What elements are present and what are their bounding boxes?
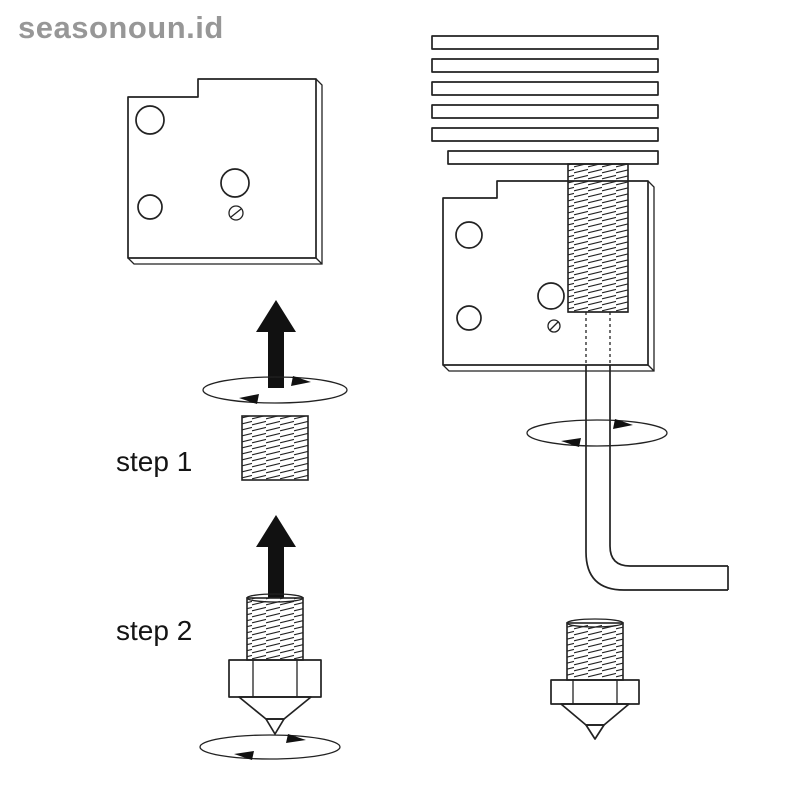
step1-label: step 1 <box>116 446 192 477</box>
heater-block-assembled-icon <box>442 180 655 372</box>
up-arrow-icon <box>256 300 296 388</box>
threaded-rod-icon <box>567 163 629 313</box>
nozzle-icon <box>228 593 322 735</box>
rotation-arrow-icon <box>202 376 348 404</box>
heater-block-icon <box>127 78 323 265</box>
step2-label: step 2 <box>116 615 192 646</box>
up-arrow-icon <box>256 515 296 598</box>
watermark-text: seasonoun.id <box>18 10 224 45</box>
rotation-arrow-icon <box>526 419 668 447</box>
hidden-hole-dotted-lines <box>585 312 611 365</box>
heatbreak-throat-icon <box>241 415 309 481</box>
heatsink-icon <box>431 35 659 165</box>
allen-key-icon <box>585 365 729 591</box>
rotation-arrow-icon <box>199 734 341 760</box>
nozzle-icon <box>550 618 640 740</box>
